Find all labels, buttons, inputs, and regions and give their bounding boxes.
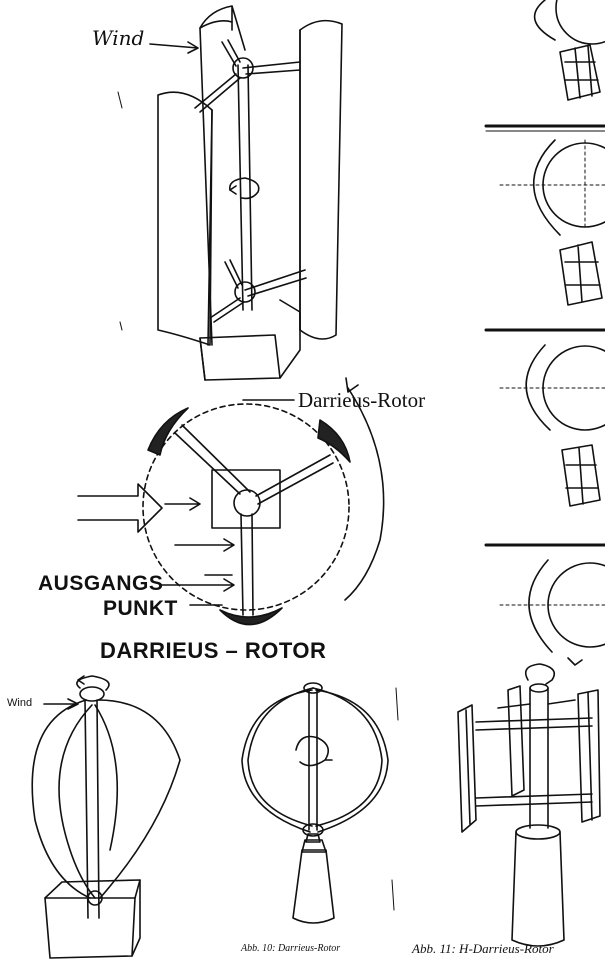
savonius-rotor-drawing — [149, 5, 343, 381]
caption-abb10: Abb. 10: Darrieus-Rotor — [241, 943, 341, 954]
ausgangs-label: AUSGANGS — [38, 572, 164, 595]
darrieus-rotor-label: Darrieus-Rotor — [298, 388, 426, 412]
darrieus-rotor-heading: DARRIEUS – ROTOR — [100, 638, 327, 663]
darrieus-rotor-abb10-drawing — [241, 682, 389, 924]
caption-abb11: Abb. 11: H-Darrieus-Rotor — [412, 941, 554, 956]
h-darrieus-abb11-drawing — [457, 663, 601, 947]
wind-label-top: Wind — [92, 26, 145, 50]
punkt-label: PUNKT — [103, 597, 178, 620]
darrieus-eggbeater-drawing — [31, 675, 181, 959]
darrieus-top-view-drawing — [77, 377, 385, 626]
wind-label-bottom: Wind — [7, 697, 33, 709]
right-test-panels — [484, 0, 605, 666]
